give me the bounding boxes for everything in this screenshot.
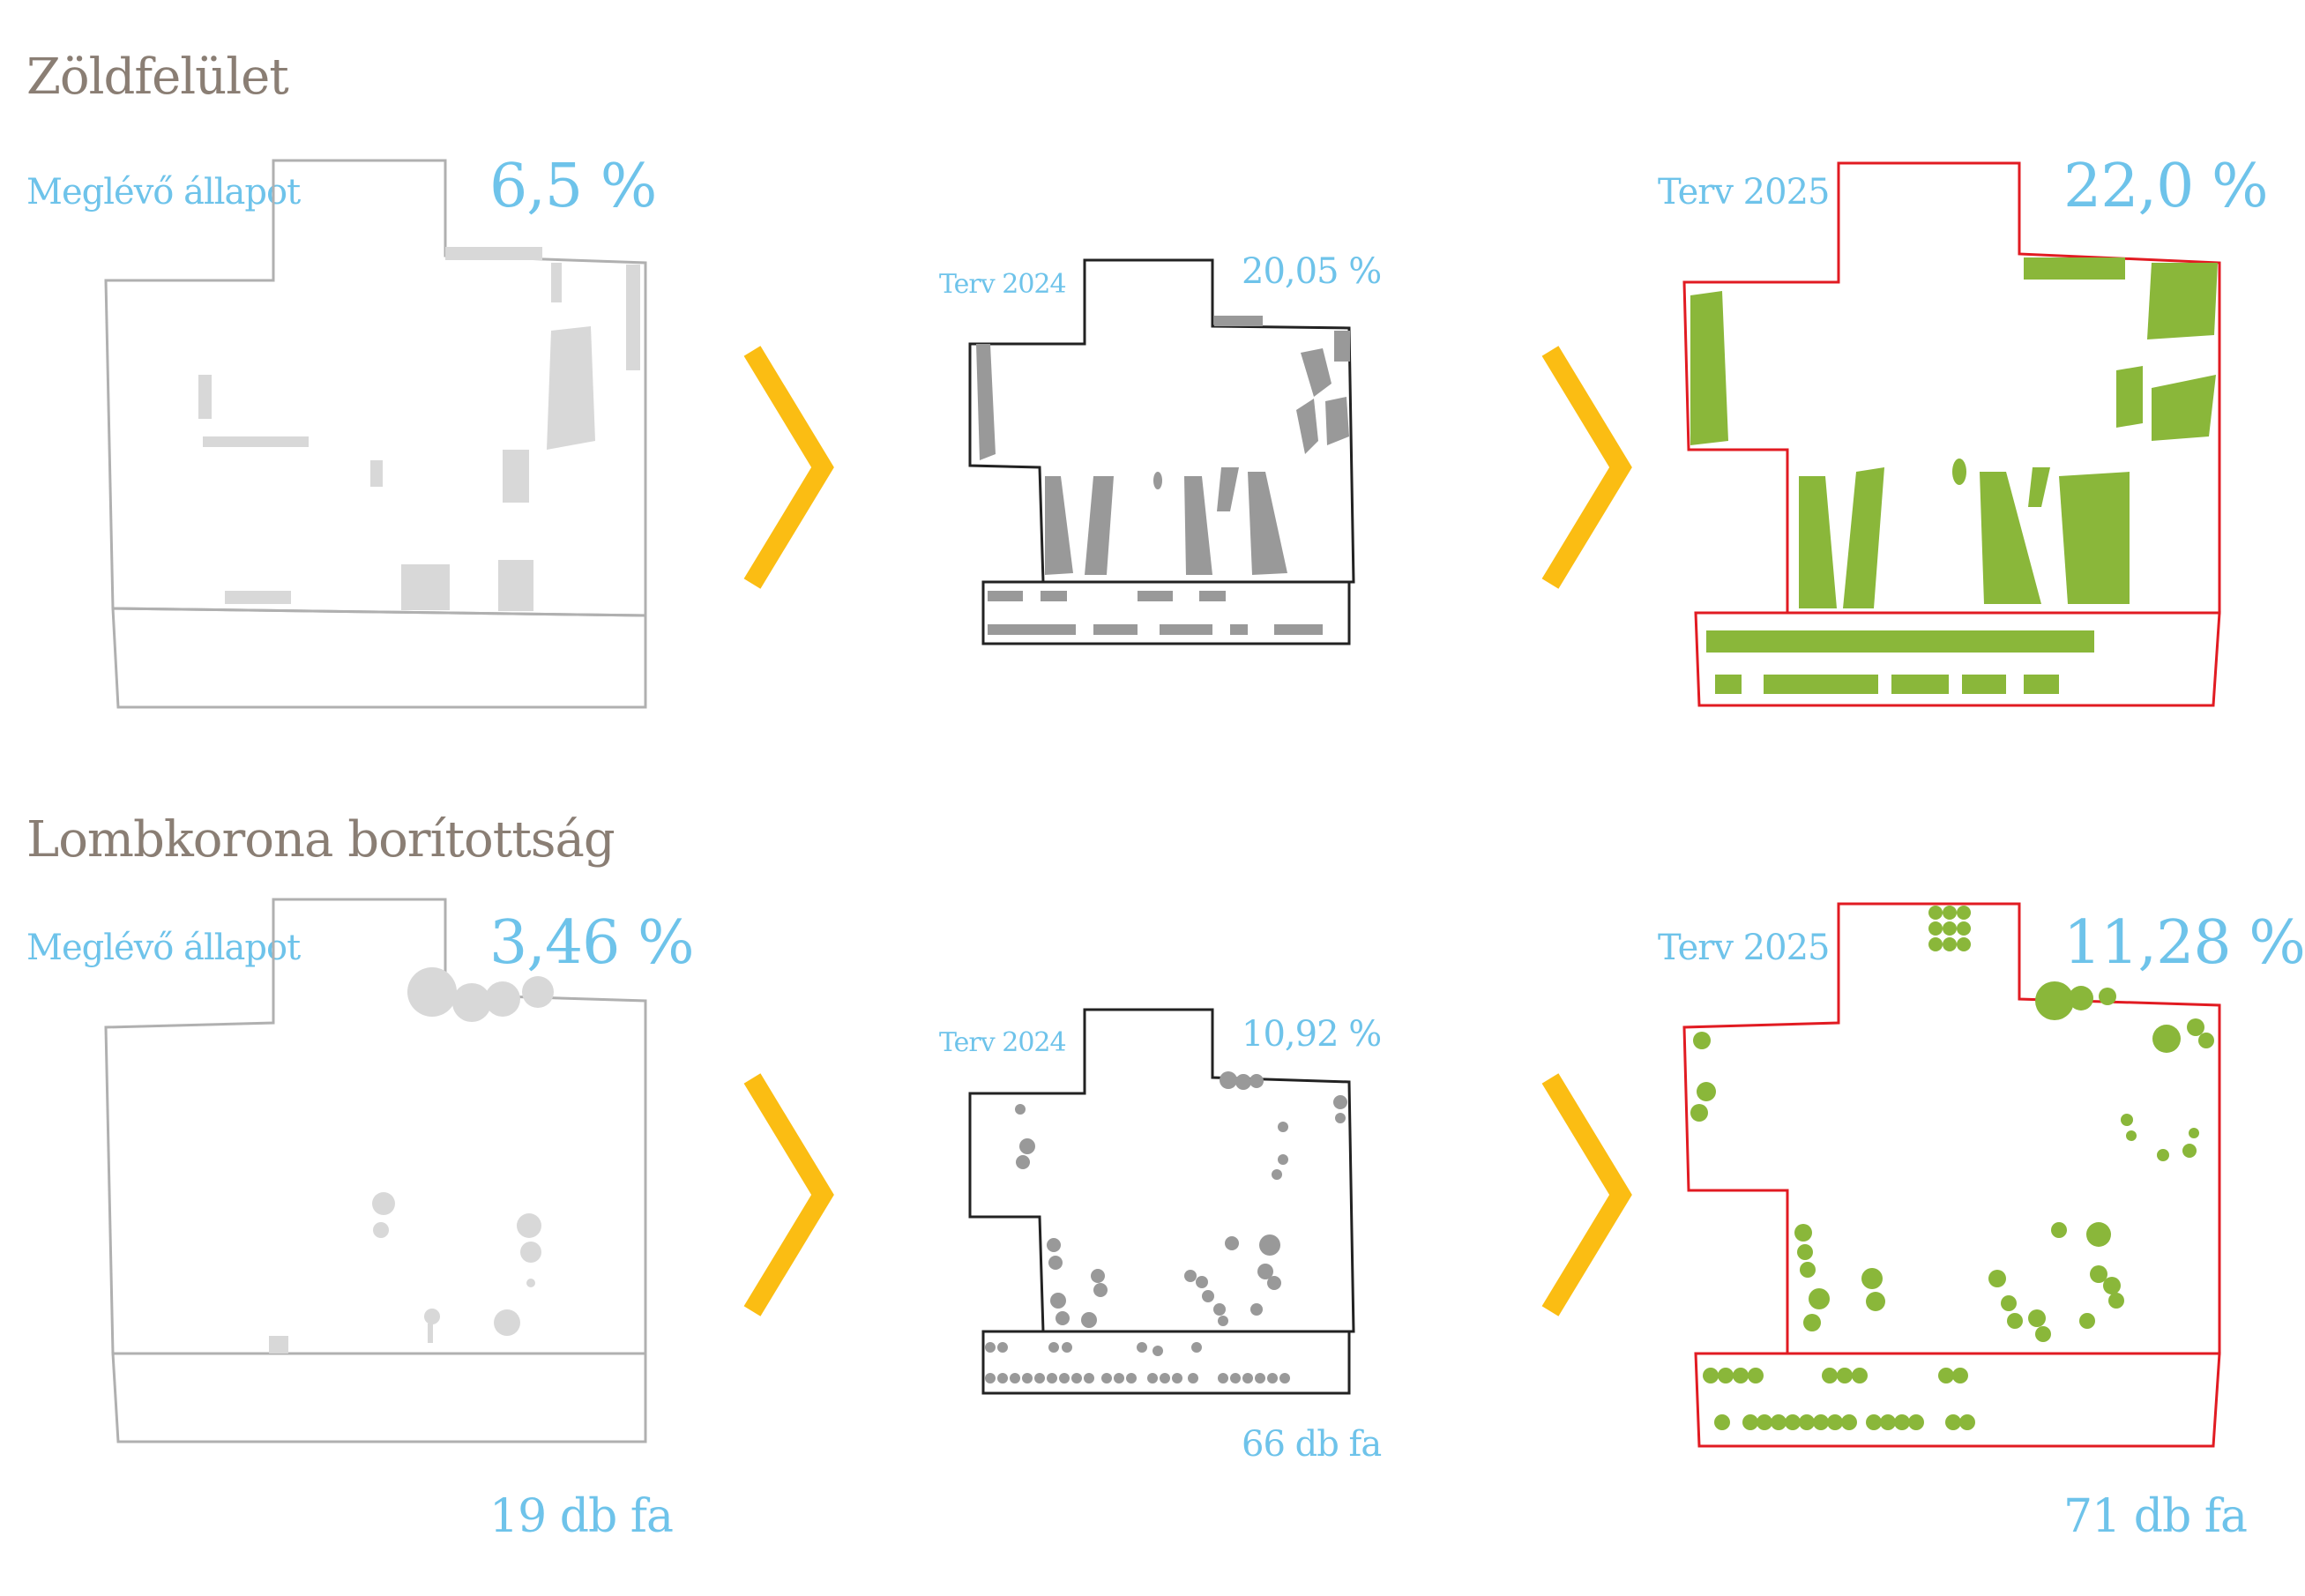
existing-label-canopy: Meglévő állapot <box>26 928 301 968</box>
existing-green-plan <box>104 159 647 709</box>
section-title-canopy: Lombkorona borítottság <box>26 811 615 869</box>
plan-2025-green-plan <box>1682 161 2221 707</box>
plan-2025-green-value: 22,0 % <box>2063 152 2269 221</box>
plan-2024-green-plan <box>968 258 1355 645</box>
existing-green-value: 6,5 % <box>489 152 657 221</box>
existing-canopy-value: 3,46 % <box>489 908 695 978</box>
chevron-right-icon <box>743 1073 834 1316</box>
plan-2025-canopy-value: 11,28 % <box>2063 908 2305 978</box>
plan-2024-label-canopy: Terv 2024 <box>939 1027 1067 1058</box>
plan-2024-label: Terv 2024 <box>939 269 1067 300</box>
plan-2025-canopy-plan <box>1682 902 2221 1448</box>
plan-2025-label-canopy: Terv 2025 <box>1658 928 1830 968</box>
plan-2025-tree-count: 71 db fa <box>2063 1490 2248 1543</box>
section-title-green-area: Zöldfelület <box>26 48 289 106</box>
plan-2024-canopy-plan <box>968 1008 1355 1395</box>
chevron-right-icon <box>743 346 834 589</box>
existing-canopy-plan <box>104 898 647 1443</box>
chevron-right-icon <box>1541 346 1632 589</box>
plan-2024-green-value: 20,05 % <box>1242 251 1382 292</box>
plan-2024-tree-count: 66 db fa <box>1242 1424 1382 1465</box>
existing-label: Meglévő állapot <box>26 172 301 213</box>
plan-2025-label: Terv 2025 <box>1658 172 1830 213</box>
existing-tree-count: 19 db fa <box>489 1490 674 1543</box>
plan-2024-canopy-value: 10,92 % <box>1242 1014 1382 1055</box>
chevron-right-icon <box>1541 1073 1632 1316</box>
